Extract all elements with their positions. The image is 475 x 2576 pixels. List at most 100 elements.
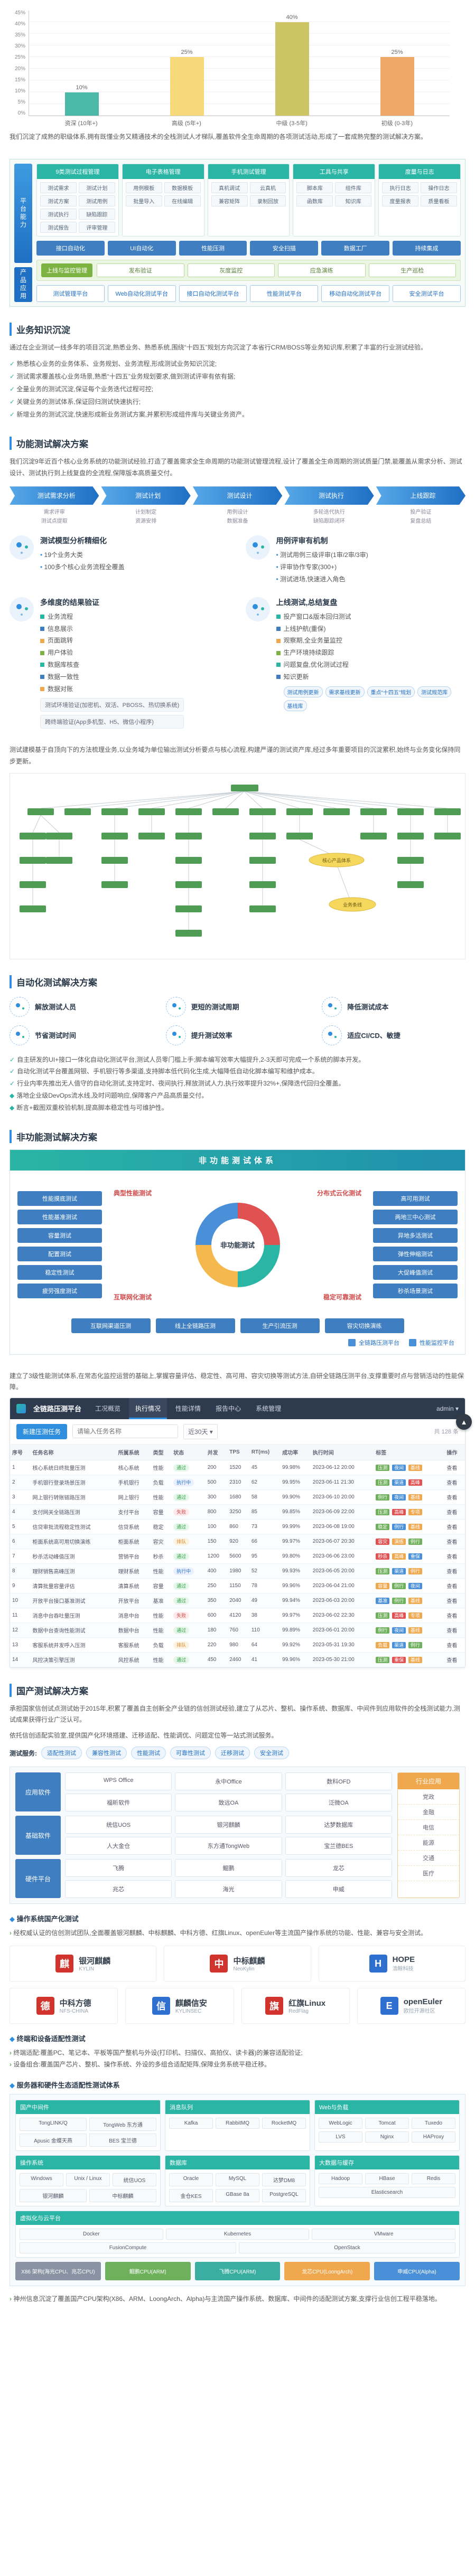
eco-chip: LVS xyxy=(319,2131,362,2143)
view-link[interactable]: 查看 xyxy=(444,1622,465,1638)
task-name-link[interactable]: 手机银行登录场景压测 xyxy=(30,1475,116,1490)
automation-line: ✓自动化测试平台覆盖网银、手机银行等多渠道,支持脚本低代码化生成,大幅降低自动化… xyxy=(10,1065,465,1078)
industry-item: 党政 xyxy=(398,1789,459,1805)
eco-chip: BES 宝兰德 xyxy=(89,2134,156,2147)
cell-type: 负载 xyxy=(151,1637,172,1653)
cell-concurrency: 150 xyxy=(205,1534,228,1549)
task-name-link[interactable]: 网上银行转账链路压测 xyxy=(30,1489,116,1505)
back-to-top-button[interactable]: ▲ xyxy=(456,1414,472,1430)
task-search-input[interactable] xyxy=(72,1424,179,1439)
task-name-link[interactable]: 理财销售高峰压测 xyxy=(30,1563,116,1579)
app-nav-tab[interactable]: 性能详情 xyxy=(175,1405,201,1413)
nf-test-box: 两地三中心测试 xyxy=(373,1210,458,1225)
view-link[interactable]: 查看 xyxy=(444,1578,465,1593)
benefit-label: 更短的测试周期 xyxy=(191,1003,239,1012)
row-tag: 基线 xyxy=(408,1627,422,1634)
flow-stage-sub: 复盘总结 xyxy=(410,518,432,525)
x-axis-label: 资深 (10年+) xyxy=(64,120,98,127)
nf-test-box: 大促峰值测试 xyxy=(373,1265,458,1280)
task-name-link[interactable]: 客服系统并发呼入压测 xyxy=(30,1637,116,1653)
table-row: 14 风控决策引擎压测 风控系统 性能 通过 450 2460 41 99.96… xyxy=(10,1652,465,1667)
table-header: TPS xyxy=(227,1444,249,1460)
bullet-square xyxy=(40,650,44,655)
verify-item: 页面跳转 xyxy=(40,635,184,647)
online-item-label: 知识更新 xyxy=(283,673,309,681)
task-name-link[interactable]: 开放平台接口基准测试 xyxy=(30,1593,116,1608)
app-nav-tab[interactable]: 系统管理 xyxy=(256,1405,282,1413)
quadrant-label: 稳定可靠测试 xyxy=(323,1293,361,1301)
online-item-label: 观察期,全业务量监控 xyxy=(283,637,342,645)
experience-chart-section: 45%40%35%30%25%20%15%10%5%0% 10% 25% 40%… xyxy=(10,5,465,143)
new-task-button[interactable]: 新建压测任务 xyxy=(16,1423,68,1439)
app-nav-tab[interactable]: 执行情况 xyxy=(129,1398,167,1419)
cell-time: 2023-06-01 20:00 xyxy=(310,1622,374,1638)
stack-row-label: 基础软件 xyxy=(15,1816,61,1855)
os-logo-name: openEuler xyxy=(403,1997,443,2007)
view-link[interactable]: 查看 xyxy=(444,1519,465,1534)
functional-intro: 我们沉淀9年近百个核心业务系统的功能测试经验,打造了覆盖需求全生命周期的功能测试… xyxy=(10,458,462,477)
view-link[interactable]: 查看 xyxy=(444,1460,465,1475)
row-tag: 例行 xyxy=(408,1641,422,1648)
knowledge-chip: 重点“十四五”规划 xyxy=(367,686,415,697)
flow-stage-sub: 测试点提取 xyxy=(41,518,68,525)
row-tag: 压测 xyxy=(376,1656,390,1663)
task-name-link[interactable]: 支付网关全链路压测 xyxy=(30,1504,116,1520)
os-logo-sub: KYLINSEC xyxy=(175,2008,202,2015)
task-name-link[interactable]: 清算批量容量评估 xyxy=(30,1578,116,1593)
os-logo-card: 旗 红旗Linux RedFlag xyxy=(241,1988,350,2024)
view-link[interactable]: 查看 xyxy=(444,1608,465,1623)
feature-result-verify: 多维度的结果验证 业务流程 信息展示 页面跳转 xyxy=(10,597,230,729)
task-name-link[interactable]: 消息中台吞吐量压测 xyxy=(30,1608,116,1623)
cell-success-rate: 99.96% xyxy=(280,1578,311,1593)
row-tag: 高峰 xyxy=(392,1612,406,1619)
view-link[interactable]: 查看 xyxy=(444,1549,465,1564)
product-chip: 接口自动化测试平台 xyxy=(179,285,247,302)
cell-index: 8 xyxy=(10,1563,31,1579)
view-link[interactable]: 查看 xyxy=(444,1489,465,1505)
feature-online-review: 上线测试,总结复盘 投产窗口&版本回归测试 上线护航(重保) 观察期,全业务量监… xyxy=(245,597,466,729)
column-header: 度量与日志 xyxy=(379,164,460,179)
y-axis-tick: 5% xyxy=(17,99,26,105)
row-tag: 高峰 xyxy=(392,1508,406,1515)
task-name-link[interactable]: 风控决策引擎压测 xyxy=(30,1652,116,1667)
view-link[interactable]: 查看 xyxy=(444,1563,465,1579)
os-logo-sub: KYLIN xyxy=(79,1966,95,1973)
cell-tags: 基准 例行 基线 xyxy=(374,1593,445,1608)
task-name-link[interactable]: 柜面系统高可用切换演练 xyxy=(30,1534,116,1549)
task-name-link[interactable]: 信贷审批流程稳定性测试 xyxy=(30,1519,116,1534)
view-link[interactable]: 查看 xyxy=(444,1652,465,1667)
date-filter-dropdown[interactable]: 近30天 ▾ xyxy=(183,1423,218,1439)
bar-column: 25% xyxy=(344,11,450,116)
automation-benefit-tile: 解放测试人员 xyxy=(10,996,153,1017)
task-name-link[interactable]: 数据中台查询性能测试 xyxy=(30,1622,116,1638)
task-name-link[interactable]: 核心系统日终批量压测 xyxy=(30,1460,116,1475)
capability-chip: 测试报告 xyxy=(40,221,77,233)
cell-type: 性能 xyxy=(151,1622,172,1638)
app-nav-tab[interactable]: 工况概览 xyxy=(95,1405,121,1413)
capability-chip: 兼容矩阵 xyxy=(211,195,248,206)
flow-stage-sub: 缺陷跟踪闭环 xyxy=(313,518,345,525)
view-link[interactable]: 查看 xyxy=(444,1534,465,1549)
user-menu[interactable]: admin ▾ xyxy=(436,1404,459,1412)
domestic-p1: 承担国家信创试点测试始于2015年,积累了覆盖自主创新全产业链的信创测试经验,建… xyxy=(10,1704,460,1724)
feature-title: 上线测试,总结复盘 xyxy=(276,598,338,607)
view-link[interactable]: 查看 xyxy=(444,1504,465,1520)
os-logo-icon: 德 xyxy=(36,1997,54,2015)
nf-center-label: 非功能测试 xyxy=(211,1218,264,1271)
cell-tags: 例行 夜间 基线 xyxy=(374,1489,445,1505)
functional-testing-section: 功能测试解决方案 我们沉淀9年近百个核心业务系统的功能测试经验,打造了覆盖需求全… xyxy=(10,437,465,729)
row-tag: 渠道 xyxy=(392,1568,406,1574)
capability-chip: 组件库 xyxy=(335,182,372,193)
app-nav-tab[interactable]: 报告中心 xyxy=(216,1405,241,1413)
view-link[interactable]: 查看 xyxy=(444,1593,465,1608)
y-axis-tick: 10% xyxy=(15,88,26,94)
task-name-link[interactable]: 秒杀活动峰值压测 xyxy=(30,1549,116,1564)
view-link[interactable]: 查看 xyxy=(444,1637,465,1653)
app-toolbar: 新建压测任务 近30天 ▾ 共 128 条 xyxy=(10,1419,465,1445)
view-link[interactable]: 查看 xyxy=(444,1475,465,1490)
capability-chip: 质量看板 xyxy=(421,195,457,206)
feature-title: 用例评审有机制 xyxy=(276,536,328,545)
